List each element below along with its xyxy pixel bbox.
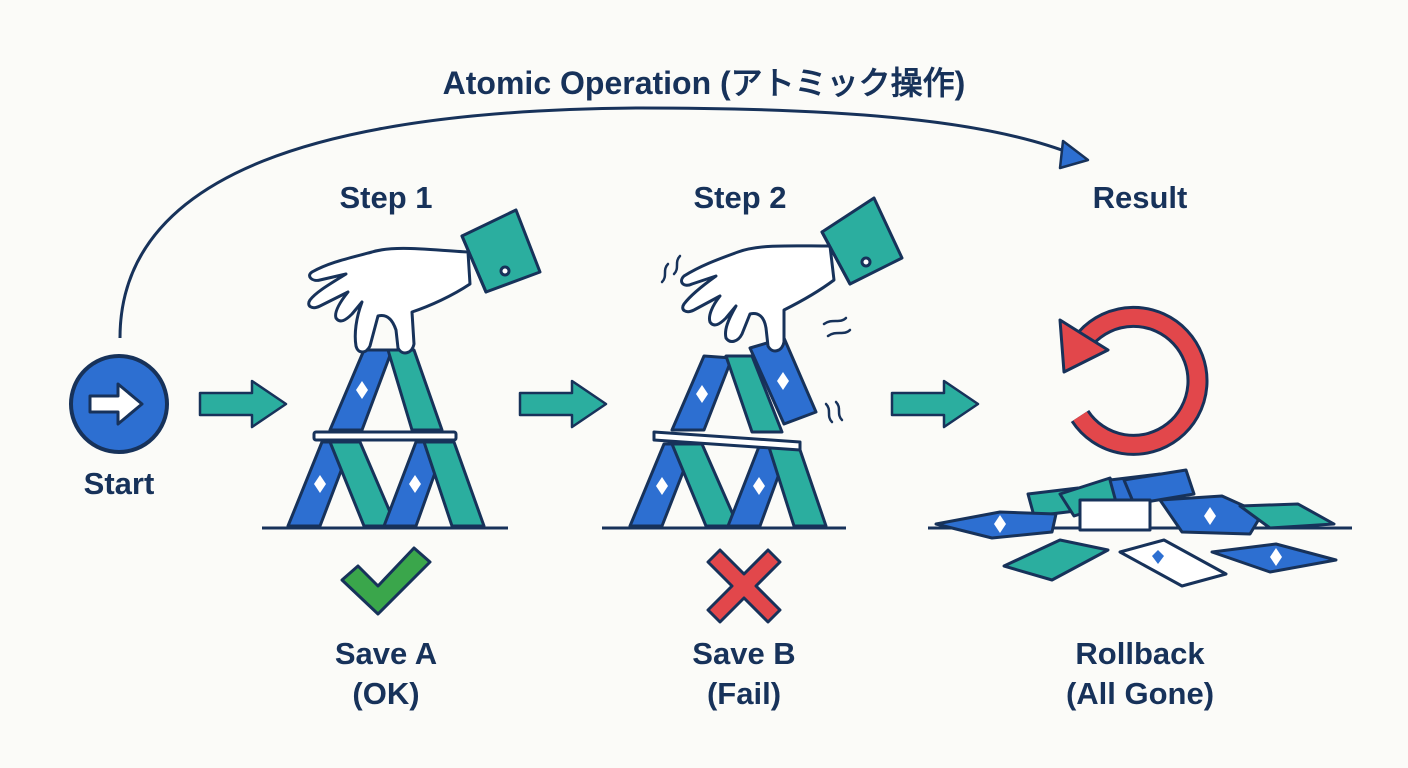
hand-icon: [307, 208, 542, 355]
step2-caption: Save B (Fail): [614, 634, 874, 714]
step2-header: Step 2: [693, 180, 787, 215]
step1-header: Step 1: [339, 180, 433, 215]
checkmark-icon: [340, 546, 432, 616]
card-house-step1: [262, 348, 508, 530]
shake-marks: [660, 254, 852, 424]
result-caption-line2: (All Gone): [1065, 676, 1215, 711]
step1-caption-line2: (OK): [352, 676, 420, 711]
cross-icon: [706, 548, 782, 624]
start-icon: [69, 354, 169, 454]
result-caption-line1: Rollback: [1075, 636, 1205, 671]
flow-arrow-icon: [890, 379, 980, 429]
start-label: Start: [83, 466, 155, 501]
result-caption: Rollback (All Gone): [1010, 634, 1270, 714]
step2-caption-line2: (Fail): [706, 676, 782, 711]
step1-caption: Save A (OK): [256, 634, 516, 714]
hand-icon: [680, 196, 904, 353]
card-house-step2: [602, 336, 846, 530]
flow-arrow-icon: [518, 379, 608, 429]
scattered-cards: [928, 468, 1352, 588]
undo-arrow-icon: [1058, 305, 1209, 456]
flow-arrow-icon: [198, 379, 288, 429]
diagram-title: Atomic Operation (アトミック操作): [442, 65, 966, 101]
result-header: Result: [1092, 180, 1188, 215]
arc-arrowhead-icon: [1058, 139, 1090, 170]
step1-caption-line1: Save A: [334, 636, 438, 671]
atomic-arc: [118, 106, 1076, 339]
step2-caption-line1: Save B: [692, 636, 796, 671]
